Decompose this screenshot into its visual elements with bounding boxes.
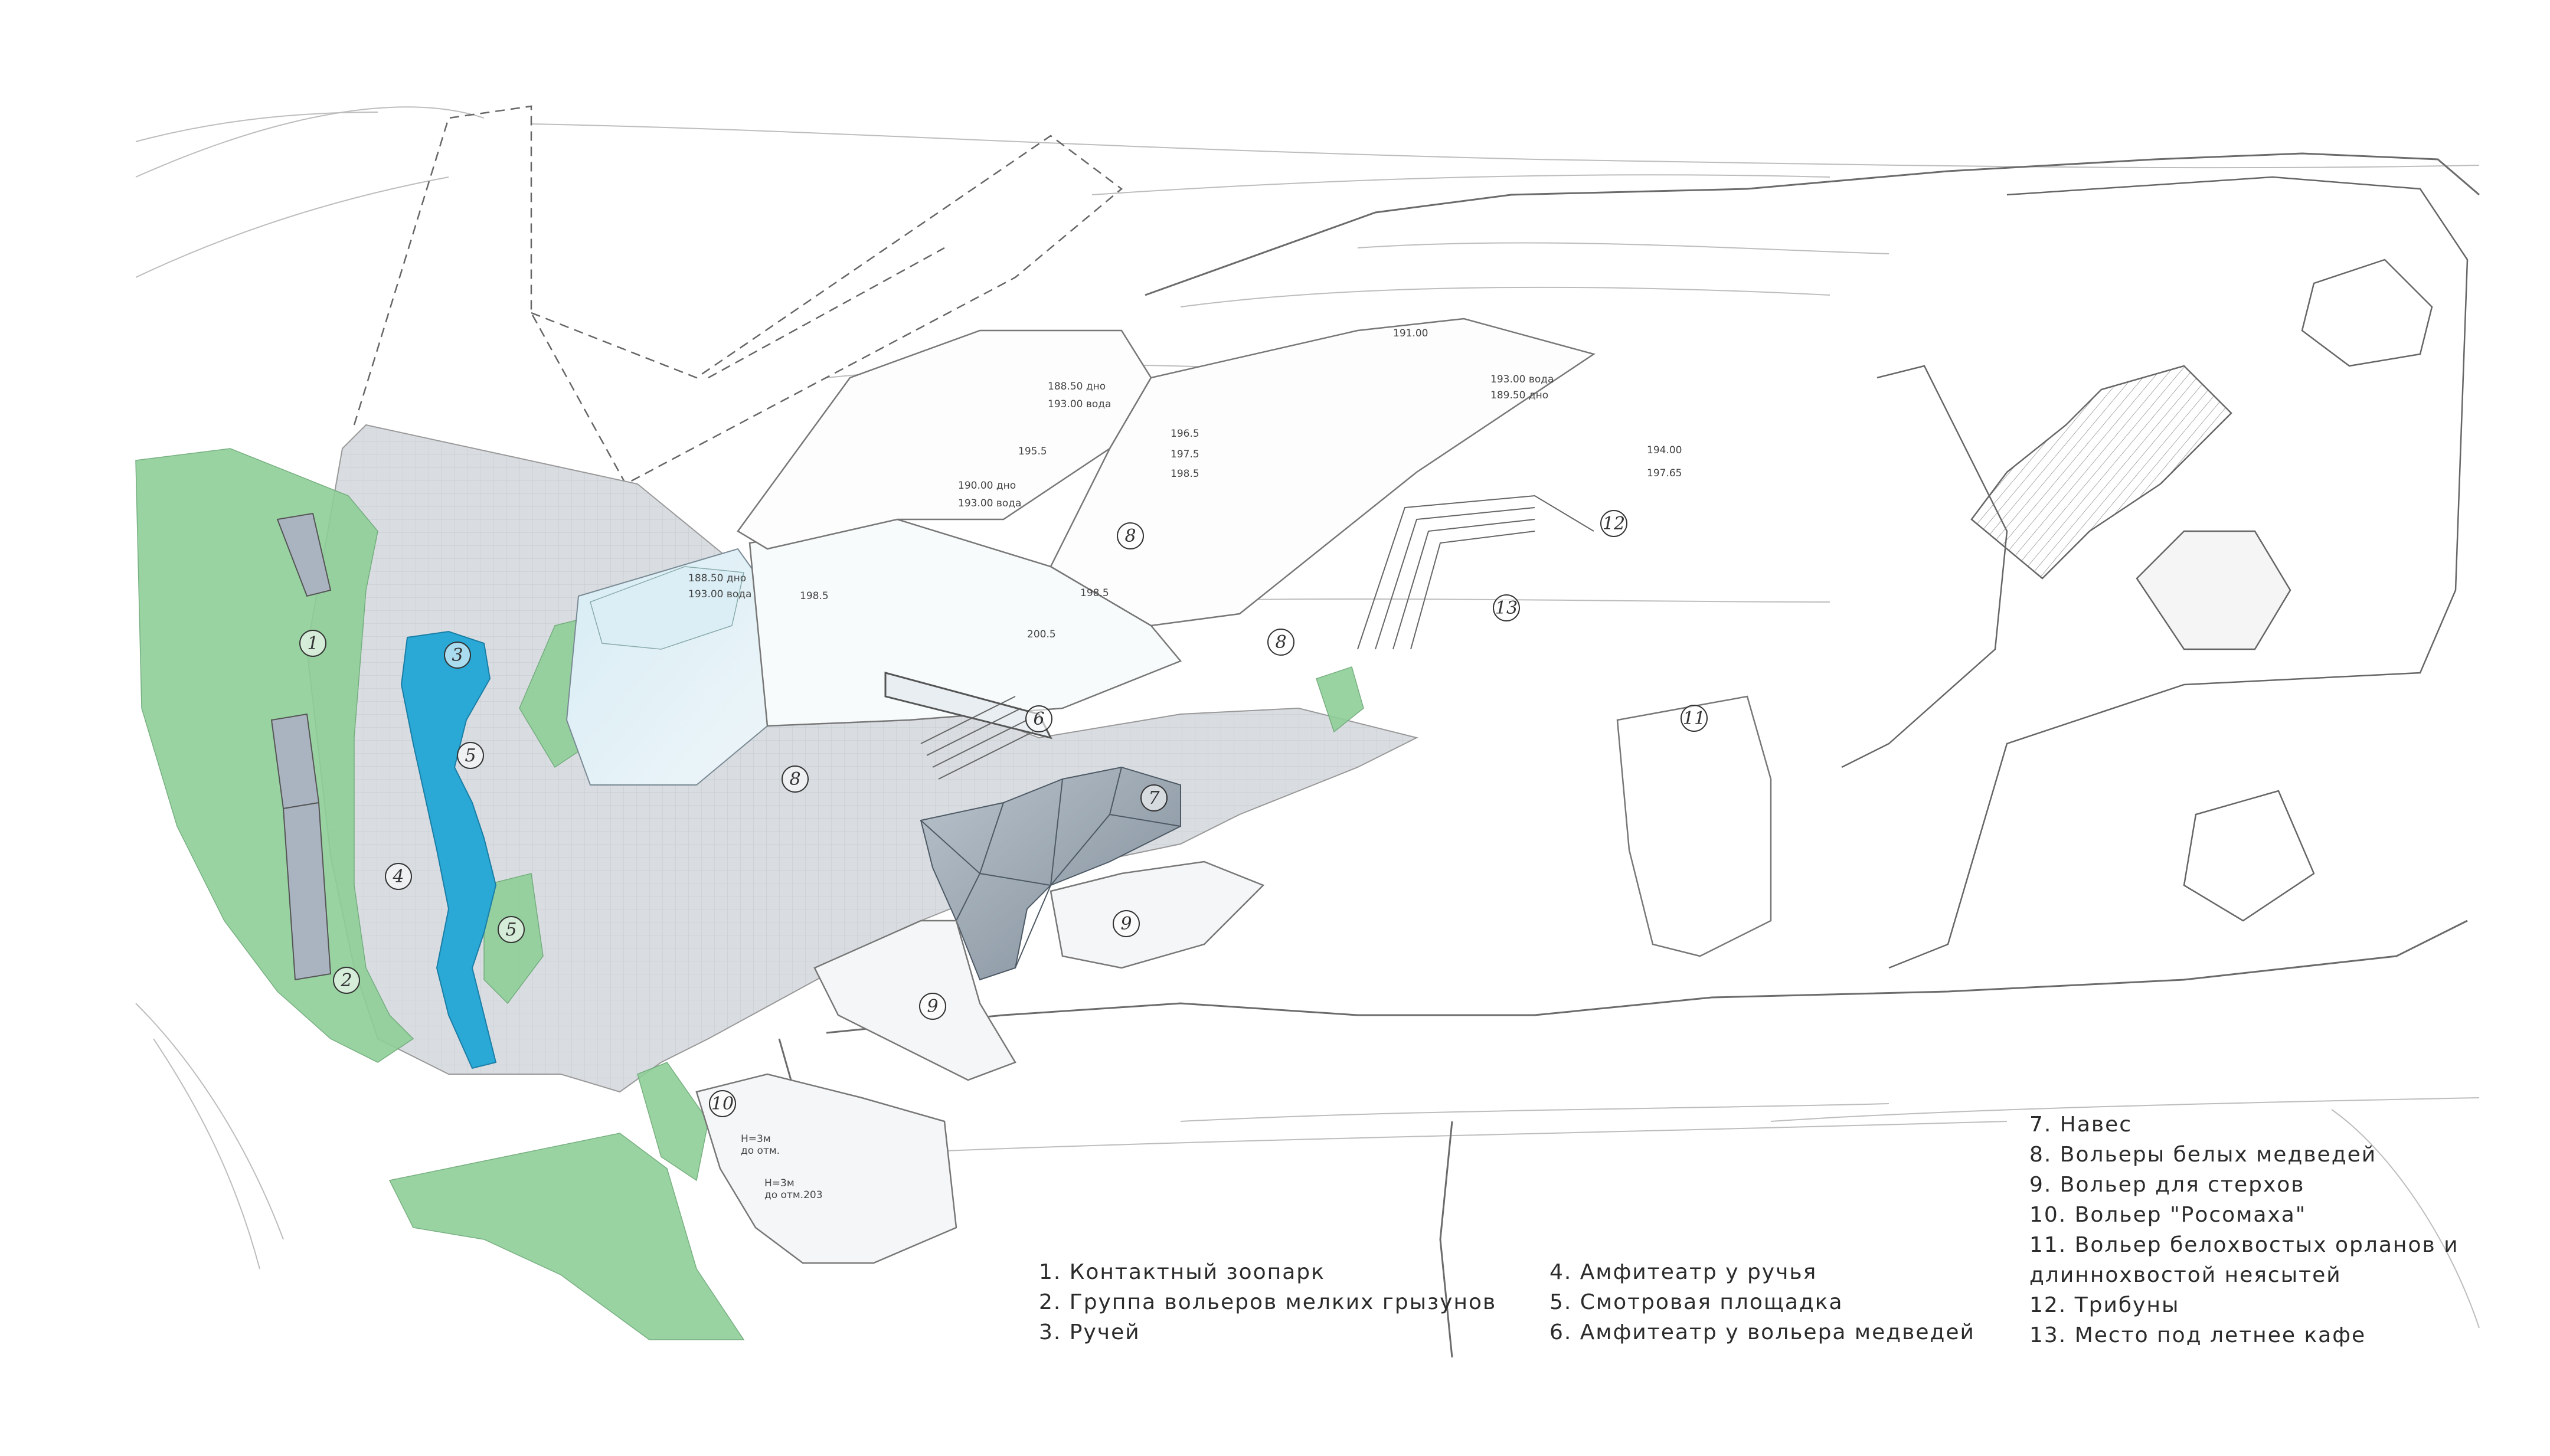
zone-marker-11: 11 <box>1681 705 1708 732</box>
zone-10-label: 10 <box>711 1094 734 1114</box>
elev-mark-3: 198.5 <box>1171 468 1199 480</box>
legend-item-11a: 11. Вольер белохвостых орланов и <box>2029 1233 2459 1257</box>
elev-bottom-2: 190.00 дно <box>958 480 1016 492</box>
elev-note-1: Н=3м <box>741 1133 771 1145</box>
elev-mark-5: 197.65 <box>1647 467 1682 479</box>
elev-mark-9: 198.5 <box>800 590 829 602</box>
elev-mark-1: 196.5 <box>1171 428 1199 440</box>
elev-upper-bottom: 189.50 дно <box>1490 390 1548 401</box>
zone-marker-6: 6 <box>1025 705 1052 732</box>
legend-item-11b: длиннохвостой неясытей <box>2029 1263 2342 1287</box>
zone-12-label: 12 <box>1603 513 1625 534</box>
zone-marker-12: 12 <box>1600 510 1627 537</box>
legend-item-6: 6. Амфитеатр у вольера медведей <box>1549 1320 1975 1344</box>
zone-marker-9b: 9 <box>919 993 946 1020</box>
zone-marker-8b: 8 <box>1267 629 1294 656</box>
zone-marker-3: 3 <box>444 642 471 669</box>
legend-item-4: 4. Амфитеатр у ручья <box>1549 1260 1817 1284</box>
zone-marker-1: 1 <box>299 630 326 657</box>
elev-left-bottom: 188.50 дно <box>688 572 746 584</box>
elev-bottom-1: 188.50 дно <box>1048 381 1106 392</box>
zone-marker-13: 13 <box>1493 594 1520 621</box>
zone-11-label: 11 <box>1683 708 1705 729</box>
zone-9-label-b: 9 <box>927 996 938 1017</box>
zone-5-label: 5 <box>465 745 476 766</box>
zone-marker-10: 10 <box>709 1090 736 1117</box>
zone-7-label: 7 <box>1148 788 1160 809</box>
legend-item-5: 5. Смотровая площадка <box>1549 1290 1843 1314</box>
zone-2-label: 2 <box>340 970 352 991</box>
legend-item-12: 12. Трибуны <box>2029 1293 2180 1317</box>
elev-mark-4: 194.00 <box>1647 444 1682 456</box>
legend-item-13: 13. Место под летнее кафе <box>2029 1323 2366 1347</box>
elev-mark-10: 191.00 <box>1393 328 1428 339</box>
zone-marker-8a: 8 <box>1117 522 1144 549</box>
elev-mark-2: 197.5 <box>1171 449 1199 460</box>
zone-marker-5a: 5 <box>457 742 484 769</box>
wolverine-enclosure <box>695 1073 957 1264</box>
elev-mark-8: 200.5 <box>1027 629 1056 640</box>
legend-col-3: 7. Навес 8. Вольеры белых медведей 9. Во… <box>2029 1110 2459 1350</box>
elev-left-water: 193.00 вода <box>688 588 751 600</box>
amphitheatre-bears <box>920 696 1034 780</box>
stream-water <box>400 630 497 1069</box>
legend-item-9: 9. Вольер для стерхов <box>2029 1173 2305 1197</box>
zone-8-label-c: 8 <box>789 769 800 790</box>
zone-markers: 1 2 3 4 5 5 6 7 8 8 8 9 9 10 11 12 13 <box>299 510 1708 1117</box>
elev-note-3: Н=3м <box>764 1177 795 1189</box>
zone-marker-4: 4 <box>385 863 412 890</box>
right-complex <box>1841 176 2469 969</box>
elev-water-1: 193.00 вода <box>1048 398 1111 410</box>
zone-13-label: 13 <box>1495 598 1518 619</box>
zone-marker-5b: 5 <box>498 916 525 943</box>
legend-item-7: 7. Навес <box>2029 1113 2133 1137</box>
zone-marker-9a: 9 <box>1113 910 1140 937</box>
zone-8-label-b: 8 <box>1275 632 1286 653</box>
zone-8-label: 8 <box>1124 526 1136 547</box>
zone-6-label: 6 <box>1033 709 1044 729</box>
zone-3-label: 3 <box>452 645 463 666</box>
legend-col-1: 1. Контактный зоопарк 2. Группа вольеров… <box>1039 1257 1496 1347</box>
elevation-labels: 188.50 дно 193.00 вода 190.00 дно 193.00… <box>688 328 1682 1201</box>
legend-item-8: 8. Вольеры белых медведей <box>2029 1143 2377 1167</box>
elev-note-2: до отм. <box>741 1145 780 1157</box>
elev-mark-6: 195.5 <box>1018 446 1047 457</box>
elev-upper-water: 193.00 вода <box>1490 374 1554 385</box>
elev-mark-7: 198.5 <box>1080 587 1109 599</box>
elev-water-2: 193.00 вода <box>958 498 1021 509</box>
upper-pool <box>590 566 744 650</box>
legend-item-2: 2. Группа вольеров мелких грызунов <box>1039 1290 1497 1314</box>
zone-marker-2: 2 <box>333 967 360 994</box>
legend-item-3: 3. Ручей <box>1039 1320 1140 1344</box>
tribunes <box>1357 495 1594 650</box>
bustard-enclosure <box>813 860 1265 1081</box>
zone-marker-8c: 8 <box>782 765 809 793</box>
zone-marker-7: 7 <box>1140 784 1168 812</box>
legend-item-1: 1. Контактный зоопарк <box>1039 1260 1325 1284</box>
legend-item-10: 10. Вольер "Росомаха" <box>2029 1203 2307 1227</box>
zone-9-label: 9 <box>1120 914 1132 934</box>
canopy-structure <box>920 766 1181 981</box>
eagles-enclosure <box>1616 695 1772 957</box>
zone-4-label: 4 <box>392 866 404 887</box>
context-lines <box>135 106 2480 1329</box>
elev-note-4: до отм.203 <box>764 1189 823 1201</box>
contact-zoo-buildings <box>270 512 332 981</box>
legend-col-2: 4. Амфитеатр у ручья 5. Смотровая площад… <box>1549 1257 1975 1347</box>
zone-5-label-b: 5 <box>505 920 516 940</box>
green-areas <box>135 448 1364 1340</box>
zone-1-label: 1 <box>307 633 318 654</box>
